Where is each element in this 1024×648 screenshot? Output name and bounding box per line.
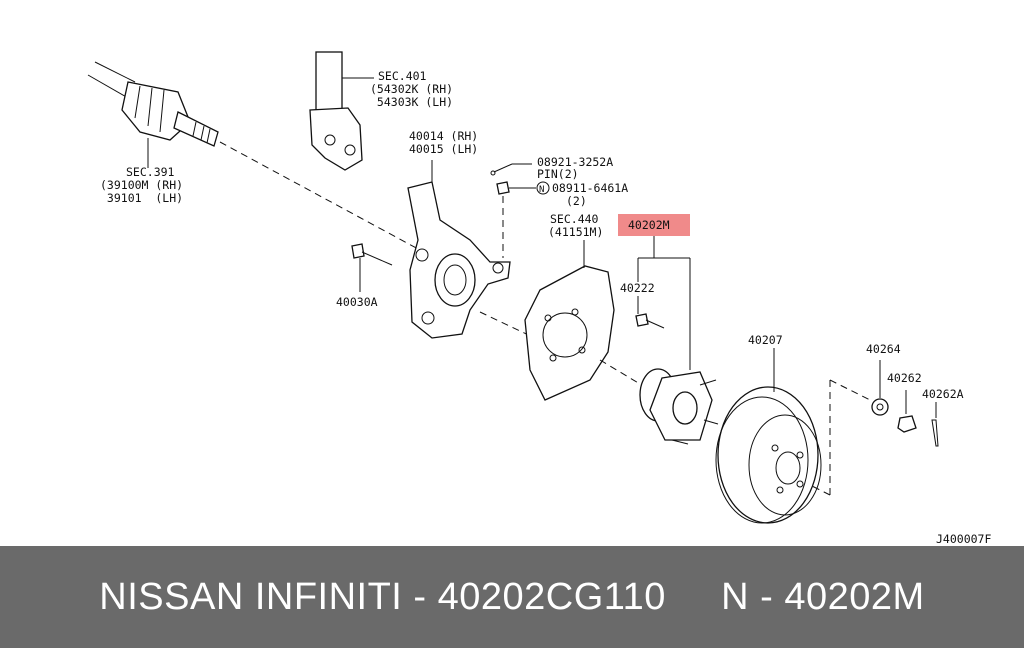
label-nut-ref-qty: (2): [566, 194, 587, 208]
label-sec401-2: 54303K (LH): [370, 95, 453, 109]
hub-bearing-assembly: [618, 214, 719, 445]
label-40264: 40264: [866, 342, 901, 356]
label-pin-qty: PIN(2): [537, 167, 579, 181]
steering-knuckle: [407, 160, 561, 351]
label-hub-40202m: 40202M: [628, 218, 670, 232]
label-sec391-1: (39100M (RH): [100, 178, 183, 192]
label-40030a: 40030A: [336, 295, 378, 309]
label-diagram-code: J400007F: [936, 532, 991, 546]
label-sec440-1: (41151M): [548, 225, 603, 239]
label-knuckle-rh: 40014 (RH): [409, 129, 478, 143]
label-sec401-1: (54302K (RH): [370, 82, 453, 96]
label-n-symbol: N: [539, 185, 544, 195]
brake-rotor: [715, 348, 871, 524]
pin-and-nut: [490, 163, 536, 258]
label-sec391-2: 39101 (LH): [100, 191, 183, 205]
splash-shield: [524, 240, 651, 401]
highlight-box: [618, 214, 690, 236]
washer-nut-pin: [871, 360, 939, 447]
n-symbol-circle: [536, 181, 550, 195]
label-40207: 40207: [748, 333, 783, 347]
label-sec391-0: SEC.391: [126, 165, 175, 179]
label-knuckle-lh: 40015 (LH): [409, 142, 478, 156]
label-40262: 40262: [887, 371, 922, 385]
label-40222: 40222: [620, 281, 655, 295]
label-sec401-0: SEC.401: [378, 69, 427, 83]
label-pin-part: 08921-3252A: [537, 155, 613, 169]
drive-shaft: [87, 61, 421, 251]
label-40262a: 40262A: [922, 387, 964, 401]
banner-text: NISSAN INFINITI - 40202CG110 N - 40202M: [99, 575, 925, 618]
strut: [309, 51, 374, 171]
part-number-banner: NISSAN INFINITI - 40202CG110 N - 40202M: [0, 546, 1024, 648]
label-nut-ref-part: 08911-6461A: [552, 181, 628, 195]
exploded-parts-diagram: SEC.391 (39100M (RH) 39101 (LH) SEC.401 …: [87, 51, 991, 546]
bolt-40030a: [351, 243, 393, 292]
wheel-stud-40222: [635, 296, 665, 329]
label-sec440-0: SEC.440: [550, 212, 599, 226]
